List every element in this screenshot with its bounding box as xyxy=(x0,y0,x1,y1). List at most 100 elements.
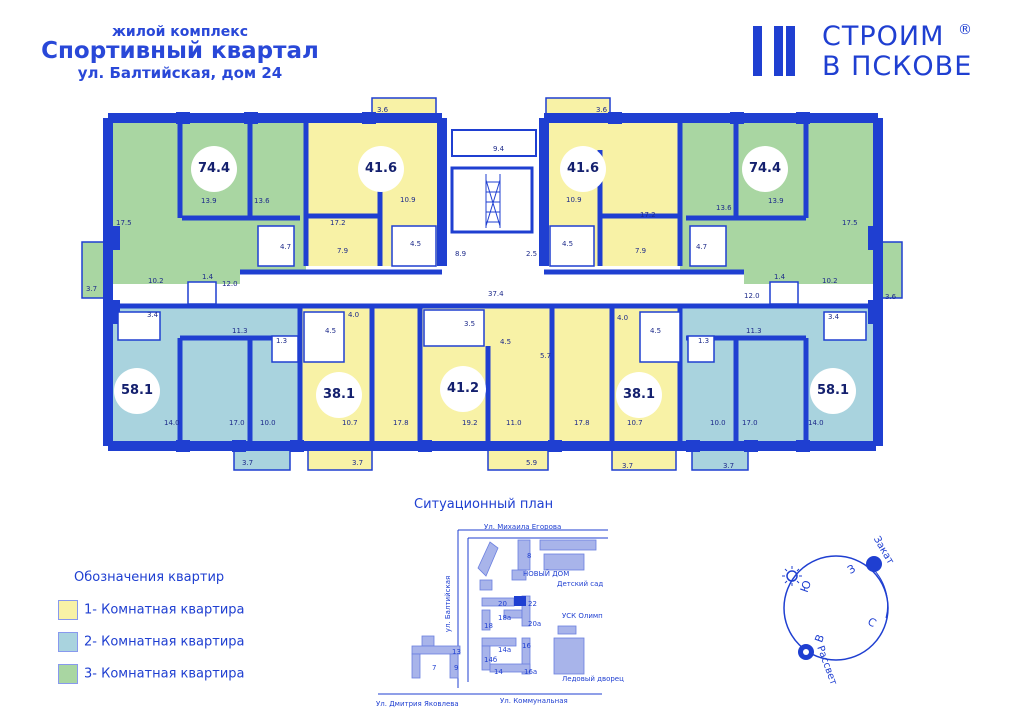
room-area: 10.9 xyxy=(566,196,582,204)
room-area: 11.3 xyxy=(746,327,762,335)
room-area: 3.7 xyxy=(242,459,254,467)
room-area: 17.5 xyxy=(842,219,858,227)
floor-plan xyxy=(81,97,903,471)
map-number: 8 xyxy=(527,552,532,560)
map-label: НОВЫЙ ДОМ xyxy=(523,570,570,578)
situation-map xyxy=(378,529,608,695)
room-area: 37.4 xyxy=(488,290,504,298)
swatch-2room xyxy=(58,632,78,652)
map-number: 7 xyxy=(432,664,437,672)
room-area: 11.3 xyxy=(232,327,248,335)
bathrooms xyxy=(117,225,867,363)
compass xyxy=(782,555,889,661)
room-area: 8.9 xyxy=(455,250,467,258)
elevator-shaft xyxy=(451,129,537,157)
room-area: 10.0 xyxy=(710,419,726,427)
room-area: 10.7 xyxy=(627,419,643,427)
legend-label: 3- Комнатная квартира xyxy=(84,666,245,682)
address: ул. Балтийская, дом 24 xyxy=(77,64,283,82)
area-badge: 74.4 xyxy=(191,146,237,192)
room-area: 3.7 xyxy=(622,462,634,470)
map-number: 9 xyxy=(454,664,459,672)
area-badge: 41.2 xyxy=(440,366,486,412)
room-area: 4.0 xyxy=(617,314,629,322)
room-area: 3.6 xyxy=(377,106,389,114)
room-area: 4.5 xyxy=(410,240,422,248)
area-badge: 58.1 xyxy=(810,368,856,414)
room-area: 14.0 xyxy=(808,419,824,427)
room-area: 17.0 xyxy=(229,419,245,427)
room-area: 4.5 xyxy=(650,327,662,335)
room-area: 17.5 xyxy=(116,219,132,227)
sunset-icon xyxy=(866,556,882,572)
interior-walls xyxy=(108,118,878,446)
logo-bar-2 xyxy=(774,26,783,76)
room-area: 3.4 xyxy=(147,311,159,319)
room-area: 4.7 xyxy=(696,243,708,251)
map-number: 20а xyxy=(528,620,542,628)
room-area: 3.7 xyxy=(723,462,735,470)
room-area: 5.9 xyxy=(526,459,538,467)
room-area: 1.3 xyxy=(276,337,288,345)
area-badge: 41.6 xyxy=(560,146,606,192)
room-area: 4.5 xyxy=(500,338,512,346)
map-label: УСК Олимп xyxy=(562,612,603,620)
room-area: 7.9 xyxy=(337,247,349,255)
room-area: 5.7 xyxy=(540,352,552,360)
room-area: 10.0 xyxy=(260,419,276,427)
map-number: 13 xyxy=(452,648,461,656)
room-area: 17.8 xyxy=(393,419,409,427)
room-area: 13.9 xyxy=(201,197,217,205)
room-area: 4.5 xyxy=(325,327,337,335)
legend-title: Обозначения квартир xyxy=(74,570,225,585)
room-area: 13.6 xyxy=(254,197,270,205)
logo-registered: ® xyxy=(958,22,972,38)
area-badge: 41.6 xyxy=(358,146,404,192)
room-area: 17.2 xyxy=(330,219,346,227)
street-label: Ул. Михаила Егорова xyxy=(484,523,562,531)
legend-item-2room: 2- Комнатная квартира xyxy=(58,632,245,652)
corridor xyxy=(240,272,744,306)
map-number: 22 xyxy=(528,600,537,608)
map-number: 14б xyxy=(484,656,498,664)
page-title: Спортивный квартал xyxy=(41,38,319,64)
swatch-3room xyxy=(58,664,78,684)
room-area: 7.9 xyxy=(635,247,647,255)
swatch-1room xyxy=(58,600,78,620)
map-number: 14 xyxy=(494,668,503,676)
map-number: 16а xyxy=(524,668,538,676)
room-area: 10.9 xyxy=(400,196,416,204)
map-label: Ледовый дворец xyxy=(562,675,624,683)
legend-label: 1- Комнатная квартира xyxy=(84,602,245,618)
room-area: 17.2 xyxy=(640,211,656,219)
map-number: 18 xyxy=(484,622,493,630)
room-area: 12.0 xyxy=(222,280,238,288)
complex-label: жилой комплекс xyxy=(111,24,249,40)
room-area: 14.0 xyxy=(164,419,180,427)
map-number: 20 xyxy=(498,600,507,608)
columns xyxy=(106,112,882,452)
room-area: 3.6 xyxy=(596,106,608,114)
legend-item-1room: 1- Комнатная квартира xyxy=(58,600,245,620)
stairs xyxy=(450,166,534,234)
room-area: 4.5 xyxy=(562,240,574,248)
room-area: 17.0 xyxy=(742,419,758,427)
legend-label: 2- Комнатная квартира xyxy=(84,634,245,650)
room-area: 19.2 xyxy=(462,419,478,427)
room-area: 12.0 xyxy=(744,292,760,300)
street-label: Ул. Коммунальная xyxy=(500,697,568,705)
room-area: 3.7 xyxy=(352,459,364,467)
map-number: 16 xyxy=(522,642,531,650)
room-area: 9.4 xyxy=(493,145,505,153)
room-area: 3.6 xyxy=(885,293,897,301)
map-number: 18а xyxy=(498,614,512,622)
room-area: 4.7 xyxy=(280,243,292,251)
situation-title: Ситуационный план xyxy=(414,497,554,512)
room-area: 2.5 xyxy=(526,250,538,258)
room-area: 3.4 xyxy=(828,313,840,321)
street-label: Ул. Дмитрия Яковлева xyxy=(376,700,459,708)
area-badge: 74.4 xyxy=(742,146,788,192)
room-area: 10.2 xyxy=(148,277,164,285)
logo-bar-1 xyxy=(753,26,762,76)
area-badge: 38.1 xyxy=(616,372,662,418)
